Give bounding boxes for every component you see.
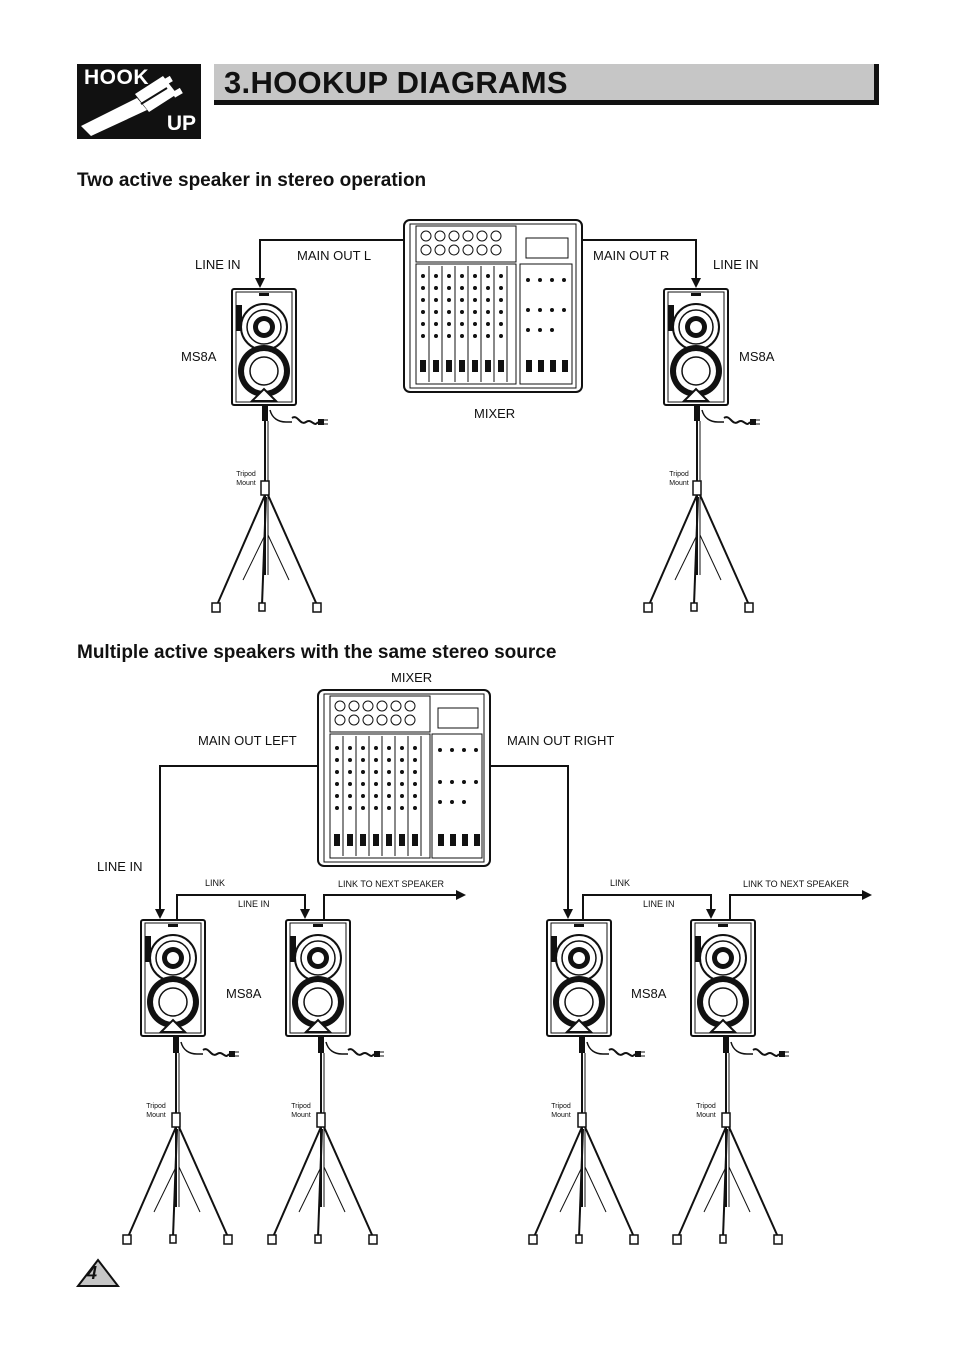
page-title: 3.HOOKUP DIAGRAMS	[224, 65, 568, 100]
badge-hook-text: HOOK	[84, 66, 149, 89]
speaker-left-label: MS8A	[181, 349, 217, 364]
main-out-r-label: MAIN OUT R	[593, 248, 670, 263]
speaker-left	[231, 288, 297, 406]
tripod-mount-label: Tripod Mount	[666, 470, 692, 488]
tripod-line2: Mount	[669, 480, 689, 487]
speaker-group1-b	[285, 919, 351, 1037]
tripod-line1: Tripod	[291, 1103, 311, 1110]
link-line-in-right: LINE IN	[643, 899, 675, 909]
speaker-right-label: MS8A	[739, 349, 775, 364]
line-in-label: LINE IN	[97, 859, 143, 874]
link-next-right: LINK TO NEXT SPEAKER	[743, 879, 850, 889]
tripod-line1: Tripod	[236, 471, 256, 478]
speaker-label-left: MS8A	[226, 986, 262, 1001]
tripod-mount-label: Tripod Mount	[548, 1102, 574, 1120]
page-number-badge: 4	[76, 1258, 120, 1288]
mixer1-label: MIXER	[474, 406, 516, 421]
tripod-line2: Mount	[696, 1112, 716, 1119]
connector-icon	[81, 75, 183, 136]
speaker-group2-b	[690, 919, 756, 1037]
page-title-bar: 3.HOOKUP DIAGRAMS	[214, 64, 879, 105]
badge-up-text: UP	[166, 112, 196, 135]
line-in-left-label: LINE IN	[195, 257, 241, 272]
tripod-line1: Tripod	[669, 471, 689, 478]
tripod-line2: Mount	[236, 480, 256, 487]
tripod-line1: Tripod	[696, 1103, 716, 1110]
line-in-right-label: LINE IN	[713, 257, 759, 272]
mixer2-label: MIXER	[391, 670, 433, 685]
tripod-line2: Mount	[146, 1112, 166, 1119]
link-label-left: LINK	[205, 878, 226, 888]
tripod-line2: Mount	[551, 1112, 571, 1119]
link-label-right: LINK	[610, 878, 631, 888]
hookup-badge: HOOK UP	[77, 64, 201, 139]
tripod-line1: Tripod	[551, 1103, 571, 1110]
main-out-left-label: MAIN OUT LEFT	[198, 733, 297, 748]
speaker-group1-a	[140, 919, 206, 1037]
tripod-mount-label: Tripod Mount	[233, 470, 259, 488]
page-triangle-icon	[76, 1258, 120, 1287]
section1-heading: Two active speaker in stereo operation	[77, 170, 427, 191]
speaker-right	[663, 288, 729, 406]
tripod-mount-label: Tripod Mount	[693, 1102, 719, 1120]
speaker-group2-a	[546, 919, 612, 1037]
tripod-line2: Mount	[291, 1112, 311, 1119]
speaker-label-right: MS8A	[631, 986, 667, 1001]
main-out-right-label: MAIN OUT RIGHT	[507, 733, 615, 748]
main-out-l-label: MAIN OUT L	[297, 248, 372, 263]
mixer-2	[317, 689, 491, 867]
section2-heading: Multiple active speakers with the same s…	[77, 642, 557, 663]
page-number: 4	[87, 1263, 98, 1283]
tripod-line1: Tripod	[146, 1103, 166, 1110]
link-next-left: LINK TO NEXT SPEAKER	[338, 879, 445, 889]
link-line-in-left: LINE IN	[238, 899, 270, 909]
mixer-1	[403, 219, 583, 393]
tripod-mount-label: Tripod Mount	[288, 1102, 314, 1120]
tripod-mount-label: Tripod Mount	[143, 1102, 169, 1120]
